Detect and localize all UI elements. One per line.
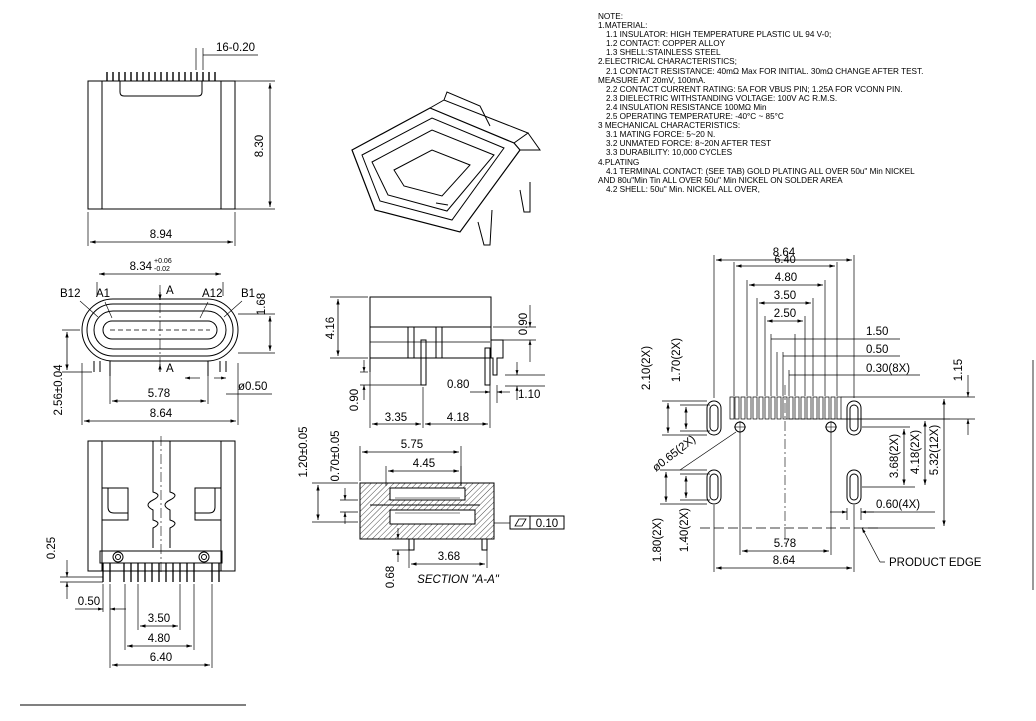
dim-width-894: 8.94 [150, 229, 173, 241]
section-label: SECTION "A-A" [417, 574, 500, 586]
note-line: 2.3 DIELECTRIC WITHSTANDING VOLTAGE: 100… [606, 93, 838, 103]
dim-top-pitch: 16-0.20 [216, 42, 255, 54]
fp-030-8x: 0.30(8X) [866, 363, 910, 375]
sec-070: 0.70±0.05 [330, 430, 342, 481]
note-line: 2.ELECTRICAL CHARACTERISTICS; [598, 57, 737, 67]
sec-flatness-value: 0.10 [536, 518, 558, 530]
label-a1: A1 [96, 288, 110, 300]
note-line: 3.3 DURABILITY: 10,000 CYCLES [606, 148, 733, 158]
bot-480: 4.80 [148, 633, 170, 645]
dim-834-tol-dn: -0.02 [154, 266, 170, 273]
fp-368-2x: 3.68(2X) [889, 434, 901, 478]
fp-250: 2.50 [774, 308, 796, 320]
note-line: 2.1 CONTACT RESISTANCE: 40mΩ Max FOR INI… [606, 66, 924, 76]
fp-115: 1.15 [953, 359, 965, 381]
note-line: AND 80u"Min Tin ALL OVER 50u" Min NICKEL… [598, 175, 843, 185]
sec-068: 0.68 [385, 566, 397, 588]
fp-060-4x: 0.60(4X) [876, 499, 920, 511]
fp-170-2x: 1.70(2X) [671, 338, 683, 382]
side-080: 0.80 [447, 379, 469, 391]
note-line: 4.2 SHELL: 50u" Min. NICKEL ALL OVER, [606, 184, 760, 194]
dim-834-tol-up: +0.06 [154, 258, 172, 265]
label-b12: B12 [60, 288, 80, 300]
side-090-top: 0.90 [518, 313, 530, 335]
fp-578: 5.78 [774, 538, 796, 550]
dim-578: 5.78 [148, 388, 170, 400]
fp-532-12x: 5.32(12X) [929, 425, 941, 476]
fp-140-2x: 1.40(2X) [679, 508, 691, 552]
front-view-top [87, 48, 275, 246]
dim-168: 1.68 [256, 293, 268, 315]
front-view-face [62, 272, 275, 425]
label-a12: A12 [202, 288, 222, 300]
bot-640: 6.40 [150, 652, 172, 664]
side-110: 1.10 [518, 389, 540, 401]
dim-width-834: 8.34 [130, 261, 153, 273]
dim-256: 2.56±0.04 [53, 364, 65, 416]
fp-180-2x: 1.80(2X) [652, 518, 664, 562]
fp-864-top: 8.64 [773, 247, 796, 259]
note-line: 2.5 OPERATING TEMPERATURE: -40°C ~ 85°C [606, 112, 784, 122]
note-line: 1.2 CONTACT: COPPER ALLOY [606, 39, 726, 49]
fp-864-bottom: 8.64 [773, 555, 796, 567]
sec-120: 1.20±0.05 [298, 426, 310, 477]
bottom-view [60, 436, 236, 668]
pcb-footprint [660, 255, 975, 572]
bot-050: 0.50 [78, 596, 100, 608]
note-line: 3 MECHANICAL CHARACTERISTICS: [598, 121, 741, 131]
sec-445: 4.45 [413, 458, 435, 470]
fp-065-2x: ø0.65(2X) [650, 433, 698, 474]
bot-350: 3.50 [148, 613, 170, 625]
side-view [330, 296, 545, 428]
note-line: 3.2 UNMATED FORCE: 8~20N AFTER TEST [606, 139, 772, 149]
note-line: MEASURE AT 20mV, 100mA. [598, 75, 706, 85]
note-line: 2.4 INSULATION RESISTANCE 100MΩ Min [606, 102, 767, 112]
side-416: 4.16 [325, 317, 337, 339]
label-b1: B1 [241, 288, 255, 300]
notes-block: NOTE:1.MATERIAL:1.1 INSULATOR: HIGH TEMP… [598, 12, 1028, 194]
fp-050: 0.50 [866, 344, 888, 356]
note-line: 3.1 MATING FORCE: 5~20 N. [606, 130, 716, 140]
fp-350: 3.50 [774, 290, 796, 302]
fp-418-2x: 4.18(2X) [910, 430, 922, 474]
section-a-a [312, 446, 565, 568]
side-090-bottom: 0.90 [349, 389, 361, 411]
note-line: 2.2 CONTACT CURRENT RATING: 5A FOR VBUS … [606, 84, 903, 94]
isometric-view [351, 91, 541, 246]
note-line: 4.1 TERMINAL CONTACT: (SEE TAB) GOLD PLA… [606, 166, 915, 176]
fp-150: 1.50 [866, 326, 888, 338]
fp-480: 4.80 [775, 272, 797, 284]
note-line: 1.1 INSULATOR: HIGH TEMPERATURE PLASTIC … [606, 30, 832, 40]
note-line: 1.3 SHELL:STAINLESS STEEL [606, 48, 721, 58]
side-335: 3.35 [385, 412, 407, 424]
label-a-bottom: A [166, 363, 174, 375]
dim-864-front: 8.64 [150, 408, 173, 420]
product-edge-label: PRODUCT EDGE [889, 557, 982, 569]
sec-575: 5.75 [401, 439, 423, 451]
note-line: 1.MATERIAL: [598, 21, 648, 31]
bot-025: 0.25 [46, 537, 58, 559]
side-418: 4.18 [447, 412, 469, 424]
dim-height-830: 8.30 [254, 135, 266, 157]
dim-050-dia: ø0.50 [238, 381, 267, 393]
note-line: NOTE: [598, 12, 624, 21]
sec-368: 3.68 [438, 551, 460, 563]
fp-640: 6.40 [774, 254, 795, 266]
label-a-top: A [166, 285, 174, 297]
fp-210-2x: 2.10(2X) [641, 346, 653, 390]
note-line: 4.PLATING [598, 157, 640, 167]
